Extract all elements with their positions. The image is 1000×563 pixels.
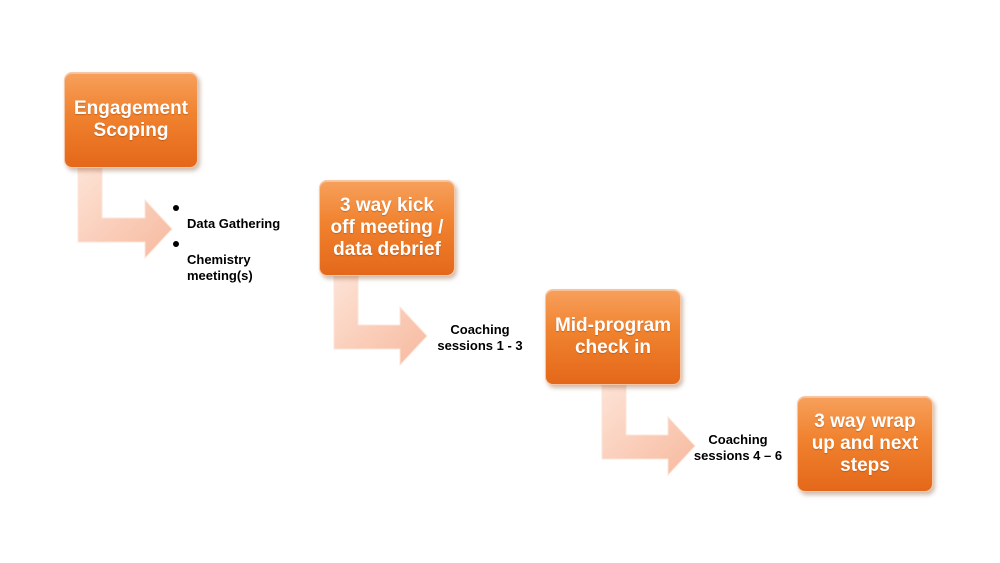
step-mid-program-check-in: Mid-program check in: [545, 289, 681, 385]
bent-arrow-1: [77, 167, 173, 260]
bent-arrow-2: [333, 274, 428, 367]
bullet-text: Chemistry meeting(s): [187, 252, 253, 283]
bullet-text: Data Gathering: [187, 216, 281, 231]
bent-arrow-3: [601, 384, 696, 477]
step-kickoff-meeting: 3 way kick off meeting / data debrief: [319, 180, 455, 276]
step-engagement-scoping: Engagement Scoping: [64, 72, 198, 168]
note-coaching-sessions-1-3: Coaching sessions 1 - 3: [437, 322, 523, 353]
step-wrap-up: 3 way wrap up and next steps: [797, 396, 933, 492]
bullet-icon: [173, 205, 179, 211]
bullet-item-chemistry-meetings: Chemistry meeting(s): [171, 236, 311, 284]
note-coaching-sessions-4-6: Coaching sessions 4 – 6: [693, 432, 783, 463]
bullet-item-data-gathering: Data Gathering: [171, 200, 311, 232]
step1-bullet-list: Data Gathering Chemistry meeting(s): [171, 200, 311, 288]
bullet-icon: [173, 241, 179, 247]
